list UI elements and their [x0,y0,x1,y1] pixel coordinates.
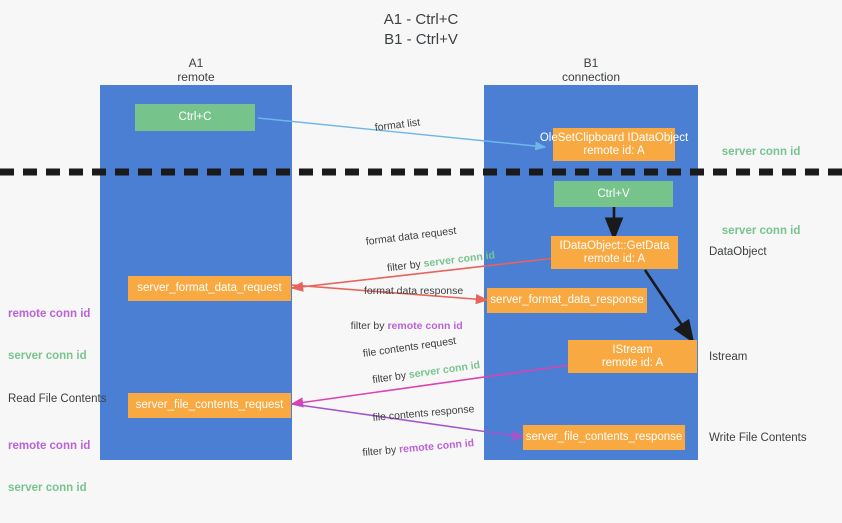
box-server-format-data-response[interactable]: server_format_data_response [487,288,647,313]
label-conn-ids-format: remote conn id server conn id [8,279,90,391]
label-read-file-contents: Read File Contents [8,393,107,405]
remote-conn-id-text: remote conn id [398,437,475,456]
edge-label-format-data-response: format data response [364,285,464,297]
page-title: A1 - Ctrl+C B1 - Ctrl+V [383,11,459,48]
server-conn-id-text: server conn id [408,359,481,381]
edge-label-file-contents-response: file contents response [372,403,475,424]
server-conn-id-text: server conn id [721,146,801,158]
remote-conn-id-text: remote conn id [387,320,463,332]
server-conn-id-text: server conn id [422,249,496,270]
lane-header-b1: B1 connection [561,56,621,84]
box-get-data[interactable]: IDataObject::GetData remote id: A [551,236,678,269]
diagram-canvas: A1 - Ctrl+C B1 - Ctrl+V A1 remote B1 con… [0,11,842,494]
box-ole-set-clipboard[interactable]: OleSetClipboard IDataObject remote id: A [540,128,688,161]
edge-label-format-data-response-filter: filter by remote conn id [339,305,463,347]
box-istream[interactable]: IStream remote id: A [568,340,697,373]
remote-conn-id-text: remote conn id [8,440,91,452]
box-server-format-data-request[interactable]: server_format_data_request [128,276,291,301]
server-conn-id-text: server conn id [721,225,801,237]
remote-conn-id-text: remote conn id [8,308,91,320]
filter-prefix: filter by [371,369,410,387]
server-conn-id-text: server conn id [8,350,87,362]
box-ctrl-v[interactable]: Ctrl+V [554,181,673,207]
filter-prefix: filter by [350,320,388,332]
box-server-file-contents-request[interactable]: server_file_contents_request [128,393,291,418]
lane-header-a1: A1 remote [177,56,215,84]
filter-prefix: filter by [386,257,425,275]
filter-prefix: filter by [361,443,400,459]
edge-label-file-contents-response-filter: filter by remote conn id [349,422,476,475]
box-server-file-contents-response[interactable]: server_file_contents_response [523,425,685,450]
label-data-object: DataObject [709,246,767,258]
label-server-conn-id-mid: server conn id [709,210,801,252]
server-conn-id-text: server conn id [8,482,87,494]
label-istream: Istream [709,351,748,363]
box-ctrl-c[interactable]: Ctrl+C [135,104,255,131]
label-write-file-contents: Write File Contents [709,432,807,444]
edge-label-format-list: format list [374,116,421,134]
label-conn-ids-file: remote conn id server conn id [8,411,90,523]
label-server-conn-id-top: server conn id [709,131,801,173]
